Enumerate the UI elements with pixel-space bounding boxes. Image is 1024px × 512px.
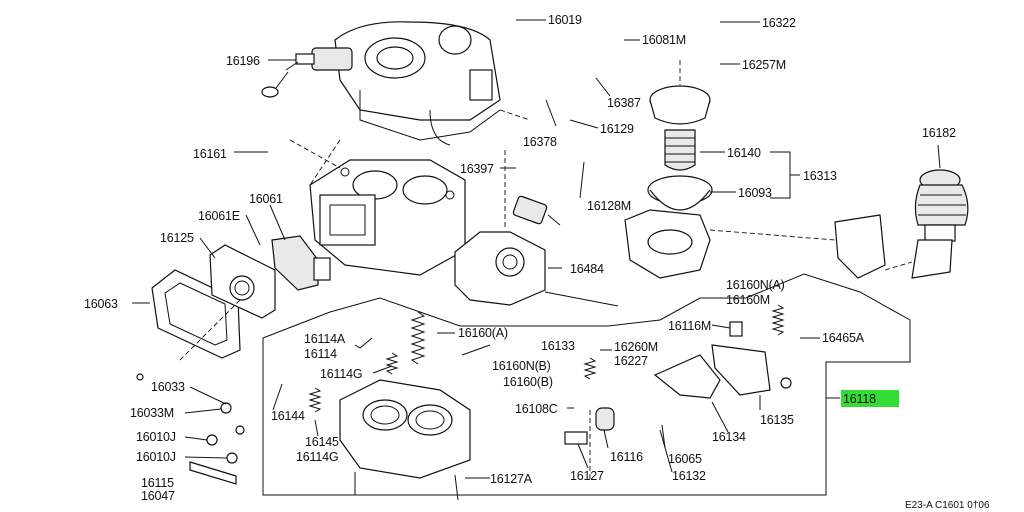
callout-16129: 16129 xyxy=(600,122,634,136)
callout-16093: 16093 xyxy=(738,186,772,200)
callout-16108C: 16108C xyxy=(515,402,558,416)
jet-16010J xyxy=(206,434,218,446)
callout-16033: 16033 xyxy=(151,380,185,394)
jet-16010J-2 xyxy=(226,452,238,464)
leader-lines xyxy=(184,19,820,479)
callout-16313: 16313 xyxy=(803,169,837,183)
callout-16114G: 16114G xyxy=(320,367,362,381)
callout-16160NA: 16160N(A) xyxy=(726,278,785,292)
plug-16033 xyxy=(235,425,245,435)
callout-16322: 16322 xyxy=(762,16,796,30)
callout-16160A: 16160(A) xyxy=(458,326,508,340)
washer-16127 xyxy=(564,431,588,445)
callout-16010J-2: 16010J xyxy=(136,450,176,464)
callout-16484: 16484 xyxy=(570,262,604,276)
callout-16257M: 16257M xyxy=(742,58,786,72)
callout-16128M: 16128M xyxy=(587,199,631,213)
collar-16116 xyxy=(595,407,615,431)
callout-16033M: 16033M xyxy=(130,406,174,420)
callout-16135: 16135 xyxy=(760,413,794,427)
callout-16378: 16378 xyxy=(523,135,557,149)
callout-16182: 16182 xyxy=(922,126,956,140)
callout-16160M: 16160M xyxy=(726,293,770,307)
callout-16114: 16114 xyxy=(304,347,337,361)
plate-16125 xyxy=(209,244,276,319)
callout-16160B: 16160(B) xyxy=(503,375,553,389)
callout-16196: 16196 xyxy=(226,54,260,68)
callout-16132: 16132 xyxy=(672,469,706,483)
dashpot-bracket xyxy=(834,214,886,279)
callout-16465A: 16465A xyxy=(822,331,865,345)
callout-16145: 16145 xyxy=(305,435,339,449)
diaphragm-housing-16313 xyxy=(624,85,713,279)
callout-16116: 16116 xyxy=(610,450,643,464)
carburetor-main-body xyxy=(309,159,466,276)
screw-left xyxy=(136,373,144,381)
callout-16081M: 16081M xyxy=(642,33,686,47)
callout-16134: 16134 xyxy=(712,430,746,444)
callout-16115: 16115 xyxy=(141,476,174,490)
diagram-reference-code: E23-A C1601 0†06 xyxy=(905,500,990,511)
callout-16118: 16118 xyxy=(843,392,876,406)
callout-16127: 16127 xyxy=(570,469,604,483)
guide-3 xyxy=(499,109,531,121)
throttle-chamber xyxy=(339,379,471,479)
callout-16227: 16227 xyxy=(614,354,648,368)
switch-16128M xyxy=(512,195,561,226)
guide-2 xyxy=(289,139,341,169)
dashpot-16182 xyxy=(911,144,969,279)
callout-16019: 16019 xyxy=(548,13,582,27)
guide-5 xyxy=(884,261,913,271)
callout-16127A: 16127A xyxy=(490,472,533,486)
callout-16397: 16397 xyxy=(460,162,494,176)
callout-16114G-2: 16114G xyxy=(296,450,338,464)
callout-16061E: 16061E xyxy=(198,209,240,223)
callout-16061: 16061 xyxy=(249,192,283,206)
callout-16116M: 16116M xyxy=(668,319,711,333)
callout-16387: 16387 xyxy=(607,96,641,110)
throttle-sensor-16484 xyxy=(454,231,619,307)
throttle-body-assembly-outline xyxy=(262,273,911,496)
callout-16125: 16125 xyxy=(160,231,194,245)
callout-16114A: 16114A xyxy=(304,332,346,346)
collar-16116M xyxy=(729,321,743,337)
gasket-16115 xyxy=(189,461,237,485)
guide-4 xyxy=(709,229,836,241)
screw-16127A xyxy=(454,474,459,501)
spring-16160B xyxy=(583,357,597,380)
spring-16145 xyxy=(308,387,322,413)
guide-8 xyxy=(179,299,241,361)
callout-16010J-1: 16010J xyxy=(136,430,176,444)
callout-16047: 16047 xyxy=(141,489,175,503)
callout-16144: 16144 xyxy=(271,409,305,423)
lever-16135 xyxy=(711,344,771,396)
callout-16063: 16063 xyxy=(84,297,118,311)
spring-16114G xyxy=(385,352,399,375)
callout-16161: 16161 xyxy=(193,147,227,161)
spring-16160M xyxy=(771,304,785,336)
callout-16140: 16140 xyxy=(727,146,761,160)
jet-16033M xyxy=(220,402,232,414)
highlight-16118 xyxy=(841,390,899,407)
callout-16065: 16065 xyxy=(668,452,702,466)
guide-1 xyxy=(309,139,341,186)
nut-16465A xyxy=(780,377,792,389)
callout-16160NB: 16160N(B) xyxy=(492,359,551,373)
callout-16133: 16133 xyxy=(541,339,575,353)
carburetor-top-cover xyxy=(334,21,501,146)
lever-16134 xyxy=(653,354,721,399)
vacuum-actuator-16061 xyxy=(271,235,331,291)
spring-16160A xyxy=(410,311,426,365)
fuel-cut-solenoid-16196 xyxy=(261,47,353,98)
callout-16260M: 16260M xyxy=(614,340,658,354)
